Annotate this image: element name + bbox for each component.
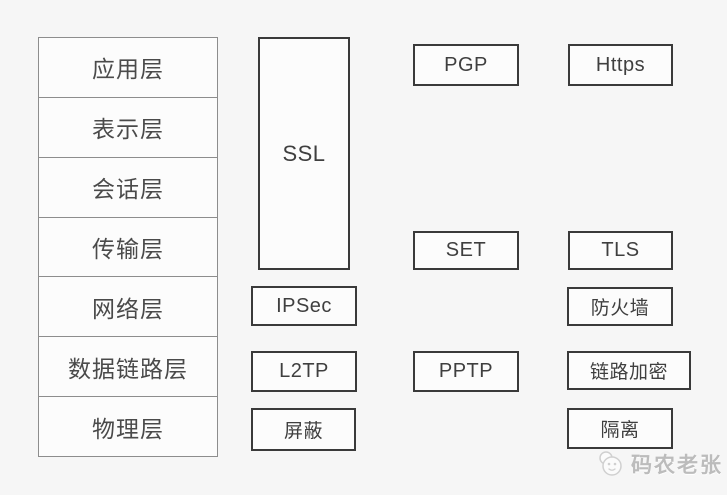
- protocol-box-ipsec: IPSec: [251, 286, 357, 326]
- layer-label-transport: 传输层: [92, 236, 164, 262]
- layer-row-physical: 物理层: [39, 397, 217, 456]
- protocol-box-pptp: PPTP: [413, 351, 519, 392]
- protocol-box-pgp: PGP: [413, 44, 519, 86]
- layer-row-application: 应用层: [39, 38, 217, 98]
- protocol-label-ipsec: IPSec: [276, 294, 332, 317]
- protocol-label-firewall: 防火墙: [590, 298, 650, 319]
- layer-label-network: 网络层: [92, 295, 164, 322]
- watermark-avatar-icon: [599, 451, 622, 476]
- layer-label-datalink: 数据链路层: [68, 355, 188, 382]
- protocol-label-link-encryption: 链路加密: [589, 362, 668, 383]
- layer-label-presentation: 表示层: [92, 116, 164, 143]
- layer-label-physical: 物理层: [92, 415, 164, 442]
- layer-row-datalink: 数据链路层: [39, 337, 217, 398]
- layer-label-application: 应用层: [92, 56, 164, 83]
- layer-row-transport: 传输层: [39, 218, 217, 278]
- watermark: 码农老张: [596, 449, 723, 479]
- protocol-box-firewall: 防火墙: [567, 287, 673, 326]
- protocol-box-link-encryption: 链路加密: [567, 351, 691, 390]
- protocol-label-shielding: 屏蔽: [283, 421, 323, 442]
- protocol-label-set: SET: [445, 239, 487, 261]
- protocol-box-shielding: 屏蔽: [251, 408, 356, 451]
- protocol-label-pgp: PGP: [444, 53, 488, 76]
- protocol-label-tls: TLS: [601, 239, 640, 261]
- protocol-label-https: Https: [595, 53, 646, 76]
- osi-layer-stack: 应用层 表示层 会话层 传输层 网络层 数据链路层 物理层: [38, 37, 218, 457]
- protocol-label-pptp: PPTP: [438, 360, 494, 382]
- protocol-box-set: SET: [413, 231, 519, 270]
- protocol-box-https: Https: [568, 44, 673, 86]
- layer-label-session: 会话层: [92, 176, 164, 203]
- layer-row-presentation: 表示层: [39, 98, 217, 158]
- layer-row-session: 会话层: [39, 158, 217, 218]
- protocol-box-isolation: 隔离: [567, 408, 673, 449]
- layer-row-network: 网络层: [39, 277, 217, 338]
- protocol-box-tls: TLS: [568, 231, 673, 270]
- protocol-box-l2tp: L2TP: [251, 351, 357, 392]
- protocol-label-ssl: SSL: [282, 140, 326, 166]
- watermark-text: 码农老张: [631, 454, 723, 477]
- protocol-box-ssl: SSL: [258, 37, 350, 270]
- protocol-label-isolation: 隔离: [600, 420, 640, 441]
- protocol-label-l2tp: L2TP: [279, 360, 329, 382]
